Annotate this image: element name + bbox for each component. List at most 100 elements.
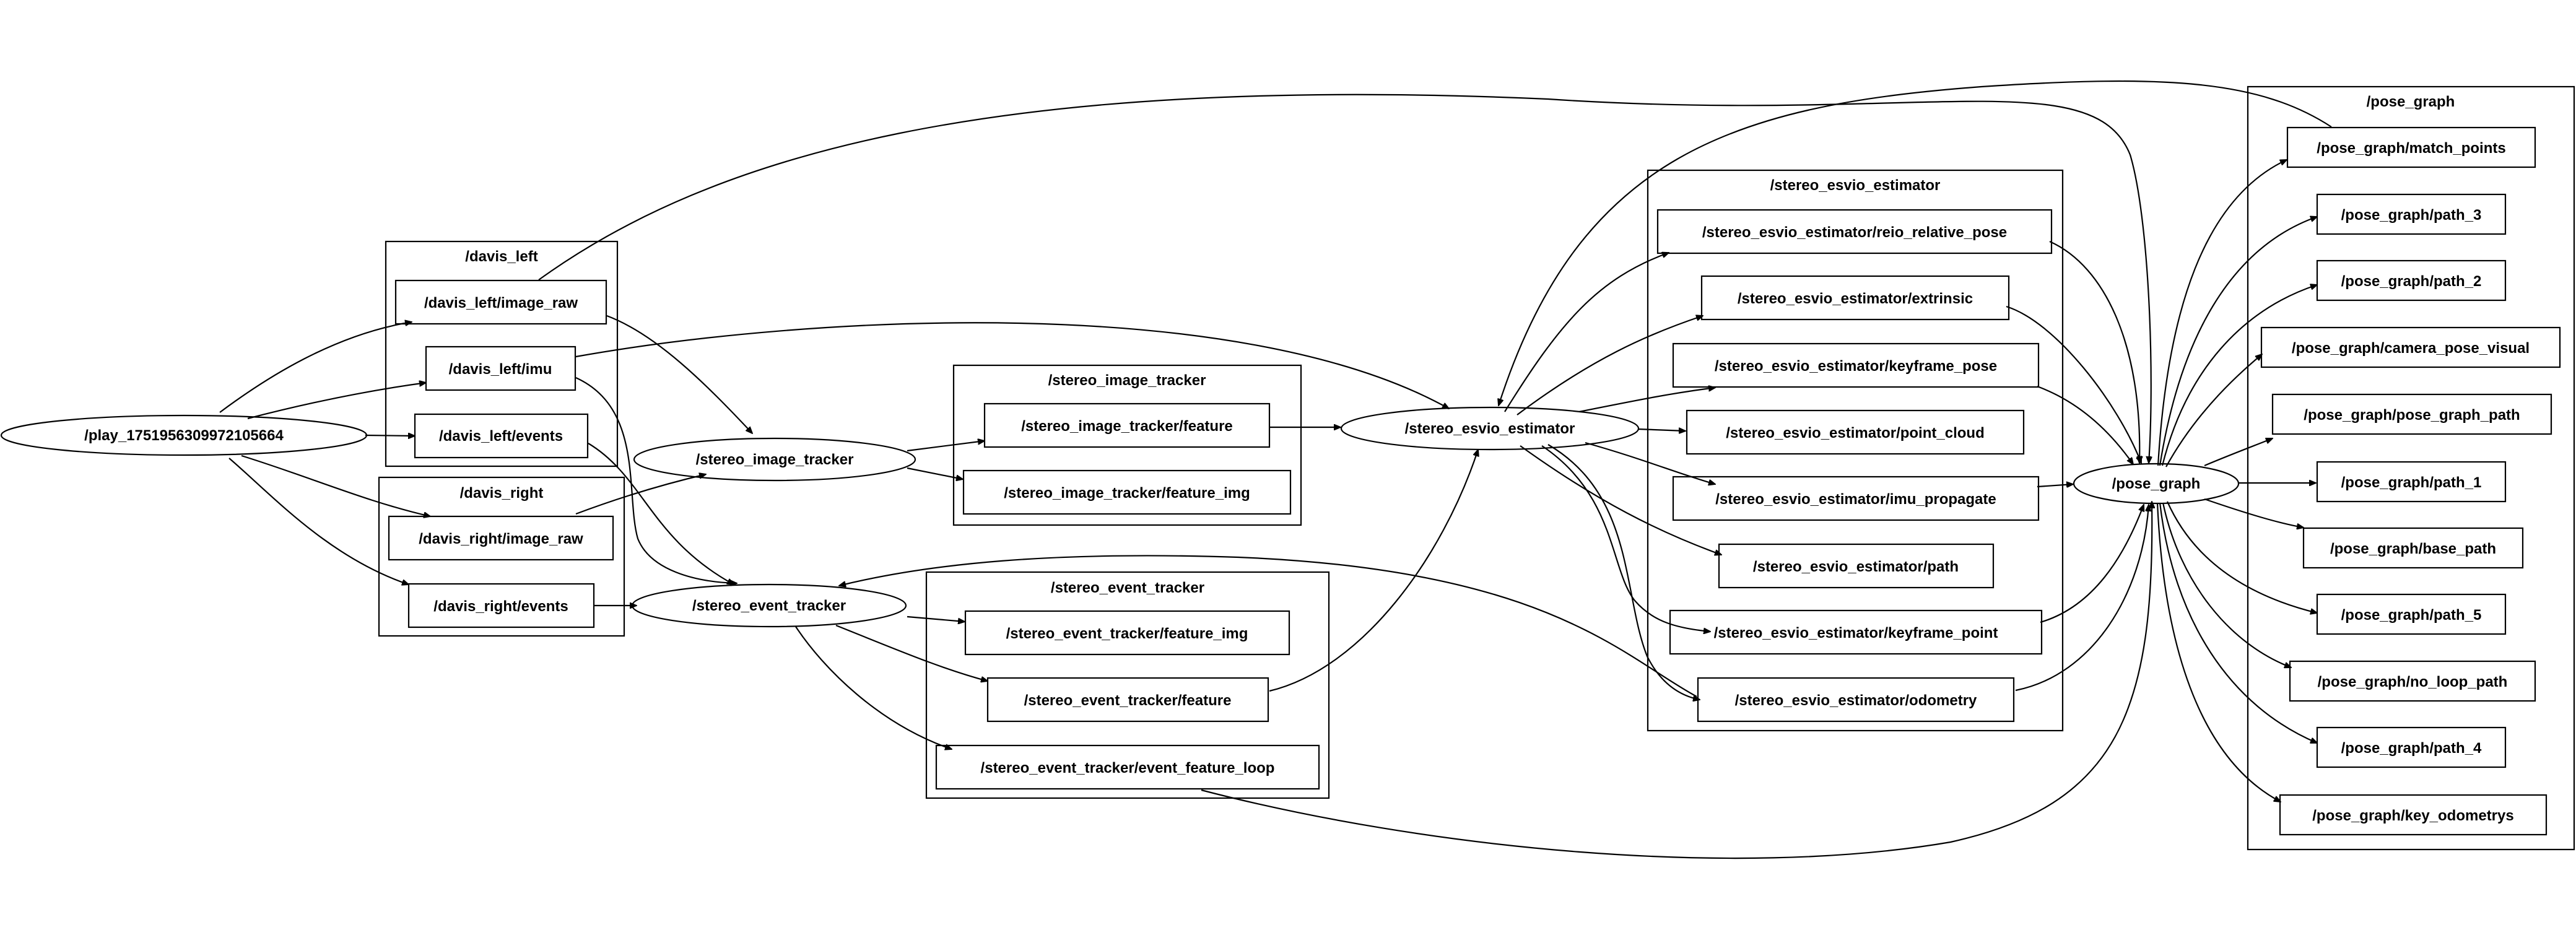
cluster-label-pose-graph: /pose_graph xyxy=(2367,93,2455,110)
cluster-label-davis-left: /davis_left xyxy=(465,248,537,265)
cluster-davis-right: /davis_right xyxy=(378,476,625,637)
edge-pose-graph-to-camera-pose-visual xyxy=(2165,354,2262,467)
topic-label: /davis_left/events xyxy=(439,428,563,445)
topic-label: /pose_graph/path_2 xyxy=(2341,273,2482,290)
edge-pose-graph-to-match-points xyxy=(2157,159,2287,466)
edge-event-feature-loop-to-pose-graph xyxy=(1201,502,2152,859)
topic-esvio-reio-relative-pose[interactable]: /stereo_esvio_estimator/reio_relative_po… xyxy=(1656,209,2053,254)
topic-davis-left-imu[interactable]: /davis_left/imu xyxy=(425,345,577,391)
cluster-label-davis-right: /davis_right xyxy=(460,485,544,502)
topic-image-tracker-feature[interactable]: /stereo_image_tracker/feature xyxy=(983,402,1271,448)
topic-label: /davis_right/image_raw xyxy=(419,531,583,547)
edge-event-tracker-feature-to-esvio-estimator xyxy=(1269,450,1478,692)
cluster-label-stereo-event-tracker: /stereo_event_tracker xyxy=(1051,580,1204,596)
topic-pose-graph-base-path[interactable]: /pose_graph/base_path xyxy=(2302,527,2524,569)
cluster-stereo-event-tracker: /stereo_event_tracker xyxy=(925,571,1330,799)
edge-image-tracker-to-feature-img xyxy=(907,467,963,479)
topic-label: /pose_graph/camera_pose_visual xyxy=(2292,340,2530,357)
topic-event-tracker-feature[interactable]: /stereo_event_tracker/feature xyxy=(986,677,1269,723)
topic-pose-graph-camera-pose-visual[interactable]: /pose_graph/camera_pose_visual xyxy=(2260,326,2561,368)
node-stereo-event-tracker-label: /stereo_event_tracker xyxy=(692,598,846,614)
edge-pose-graph-to-pose-graph-path xyxy=(2204,438,2273,467)
topic-esvio-point-cloud[interactable]: /stereo_esvio_estimator/point_cloud xyxy=(1686,409,2025,455)
topic-esvio-path[interactable]: /stereo_esvio_estimator/path xyxy=(1718,543,1995,589)
edge-esvio-to-path xyxy=(1520,445,1721,555)
edge-esvio-to-keyframe-pose xyxy=(1578,388,1715,413)
topic-label: /pose_graph/pose_graph_path xyxy=(2304,407,2520,424)
edge-pose-graph-to-base-path xyxy=(2204,498,2304,528)
edge-esvio-to-imu-propagate xyxy=(1585,441,1715,484)
edge-reio-relative-pose-to-pose-graph xyxy=(2049,240,2139,463)
topic-davis-right-image-raw[interactable]: /davis_right/image_raw xyxy=(388,515,614,561)
topic-label: /pose_graph/path_1 xyxy=(2341,474,2482,491)
topic-pose-graph-path-3[interactable]: /pose_graph/path_3 xyxy=(2316,193,2507,235)
topic-label: /stereo_image_tracker/feature xyxy=(1021,418,1233,435)
topic-esvio-imu-propagate[interactable]: /stereo_esvio_estimator/imu_propagate xyxy=(1672,476,2040,521)
topic-image-tracker-feature-img[interactable]: /stereo_image_tracker/feature_img xyxy=(962,469,1292,515)
topic-pose-graph-no-loop-path[interactable]: /pose_graph/no_loop_path xyxy=(2289,660,2536,702)
node-pose-graph[interactable]: /pose_graph xyxy=(2073,463,2240,505)
edge-davis-left-image-raw-to-image-tracker xyxy=(606,315,752,433)
edge-play-to-davis-left-events xyxy=(365,435,415,436)
edge-event-tracker-to-event-feature-loop xyxy=(795,626,952,749)
edge-pose-graph-to-path-5 xyxy=(2166,501,2317,613)
topic-label: /davis_left/image_raw xyxy=(424,295,578,311)
edge-davis-right-image-raw-to-image-tracker xyxy=(575,474,706,515)
node-play[interactable]: /play_1751956309972105664 xyxy=(0,414,368,456)
topic-pose-graph-path-5[interactable]: /pose_graph/path_5 xyxy=(2316,593,2507,635)
node-stereo-image-tracker-label: /stereo_image_tracker xyxy=(696,451,854,468)
topic-esvio-keyframe-pose[interactable]: /stereo_esvio_estimator/keyframe_pose xyxy=(1672,342,2040,388)
edge-pose-graph-to-path-3 xyxy=(2159,217,2317,466)
edge-pose-graph-to-no-loop-path xyxy=(2162,502,2291,667)
topic-label: /pose_graph/no_loop_path xyxy=(2318,674,2508,690)
edge-esvio-to-extrinsic xyxy=(1516,316,1703,415)
node-pose-graph-label: /pose_graph xyxy=(2112,476,2201,492)
node-stereo-event-tracker[interactable]: /stereo_event_tracker xyxy=(631,583,907,628)
node-stereo-esvio-estimator[interactable]: /stereo_esvio_estimator xyxy=(1340,406,1640,451)
topic-esvio-odometry[interactable]: /stereo_esvio_estimator/odometry xyxy=(1697,677,2015,723)
edge-event-tracker-to-feature-img xyxy=(907,615,965,622)
topic-esvio-keyframe-point[interactable]: /stereo_esvio_estimator/keyframe_point xyxy=(1669,609,2043,655)
topic-label: /stereo_event_tracker/feature xyxy=(1024,692,1232,709)
cluster-pose-graph: /pose_graph xyxy=(2247,85,2575,851)
cluster-label-stereo-image-tracker: /stereo_image_tracker xyxy=(1048,372,1206,389)
cluster-stereo-esvio-estimator: /stereo_esvio_estimator xyxy=(1647,169,2064,732)
topic-event-tracker-event-feature-loop[interactable]: /stereo_event_tracker/event_feature_loop xyxy=(935,744,1320,790)
topic-label: /pose_graph/path_3 xyxy=(2341,207,2482,224)
edge-esvio-to-keyframe-point xyxy=(1541,445,1710,632)
edge-esvio-to-odometry xyxy=(1547,444,1700,700)
edge-play-to-davis-right-events xyxy=(228,458,409,585)
topic-davis-right-events[interactable]: /davis_right/events xyxy=(407,583,595,628)
edge-image-tracker-to-feature xyxy=(907,441,985,452)
edge-keyframe-point-to-pose-graph xyxy=(2040,505,2144,624)
edge-davis-left-events-to-event-tracker xyxy=(588,443,734,585)
edge-pose-graph-to-key-odometrys xyxy=(2156,502,2281,802)
edge-play-to-davis-left-imu xyxy=(247,383,426,420)
topic-label: /pose_graph/path_5 xyxy=(2341,607,2482,624)
edge-extrinsic-to-pose-graph xyxy=(2006,305,2141,463)
topic-davis-left-events[interactable]: /davis_left/events xyxy=(414,413,589,459)
topic-label: /pose_graph/match_points xyxy=(2317,140,2505,157)
edge-play-to-davis-right-image-raw xyxy=(241,454,430,516)
topic-davis-left-image-raw[interactable]: /davis_left/image_raw xyxy=(394,279,607,325)
topic-pose-graph-key-odometrys[interactable]: /pose_graph/key_odometrys xyxy=(2279,794,2548,836)
topic-pose-graph-path-4[interactable]: /pose_graph/path_4 xyxy=(2316,726,2507,768)
topic-label: /davis_left/imu xyxy=(449,361,552,378)
topic-esvio-extrinsic[interactable]: /stereo_esvio_estimator/extrinsic xyxy=(1700,275,2010,321)
topic-label: /stereo_esvio_estimator/imu_propagate xyxy=(1715,491,1996,508)
topic-event-tracker-feature-img[interactable]: /stereo_event_tracker/feature_img xyxy=(964,610,1290,656)
topic-pose-graph-pose-graph-path[interactable]: /pose_graph/pose_graph_path xyxy=(2271,393,2552,435)
topic-pose-graph-path-2[interactable]: /pose_graph/path_2 xyxy=(2316,259,2507,302)
topic-label: /stereo_esvio_estimator/extrinsic xyxy=(1738,290,1973,307)
node-play-label: /play_1751956309972105664 xyxy=(84,427,284,444)
edge-davis-left-imu-to-esvio-estimator xyxy=(575,322,1449,409)
cluster-label-stereo-esvio-estimator: /stereo_esvio_estimator xyxy=(1770,177,1941,194)
topic-pose-graph-path-1[interactable]: /pose_graph/path_1 xyxy=(2316,461,2507,503)
topic-label: /stereo_event_tracker/event_feature_loop xyxy=(981,760,1275,776)
topic-label: /stereo_esvio_estimator/keyframe_pose xyxy=(1715,358,1997,375)
topic-pose-graph-match-points[interactable]: /pose_graph/match_points xyxy=(2286,126,2536,168)
node-stereo-image-tracker[interactable]: /stereo_image_tracker xyxy=(633,437,916,482)
edge-play-to-davis-left-image-raw xyxy=(219,322,412,413)
edge-esvio-to-reio-relative-pose xyxy=(1504,253,1669,412)
topic-label: /pose_graph/base_path xyxy=(2330,541,2496,557)
